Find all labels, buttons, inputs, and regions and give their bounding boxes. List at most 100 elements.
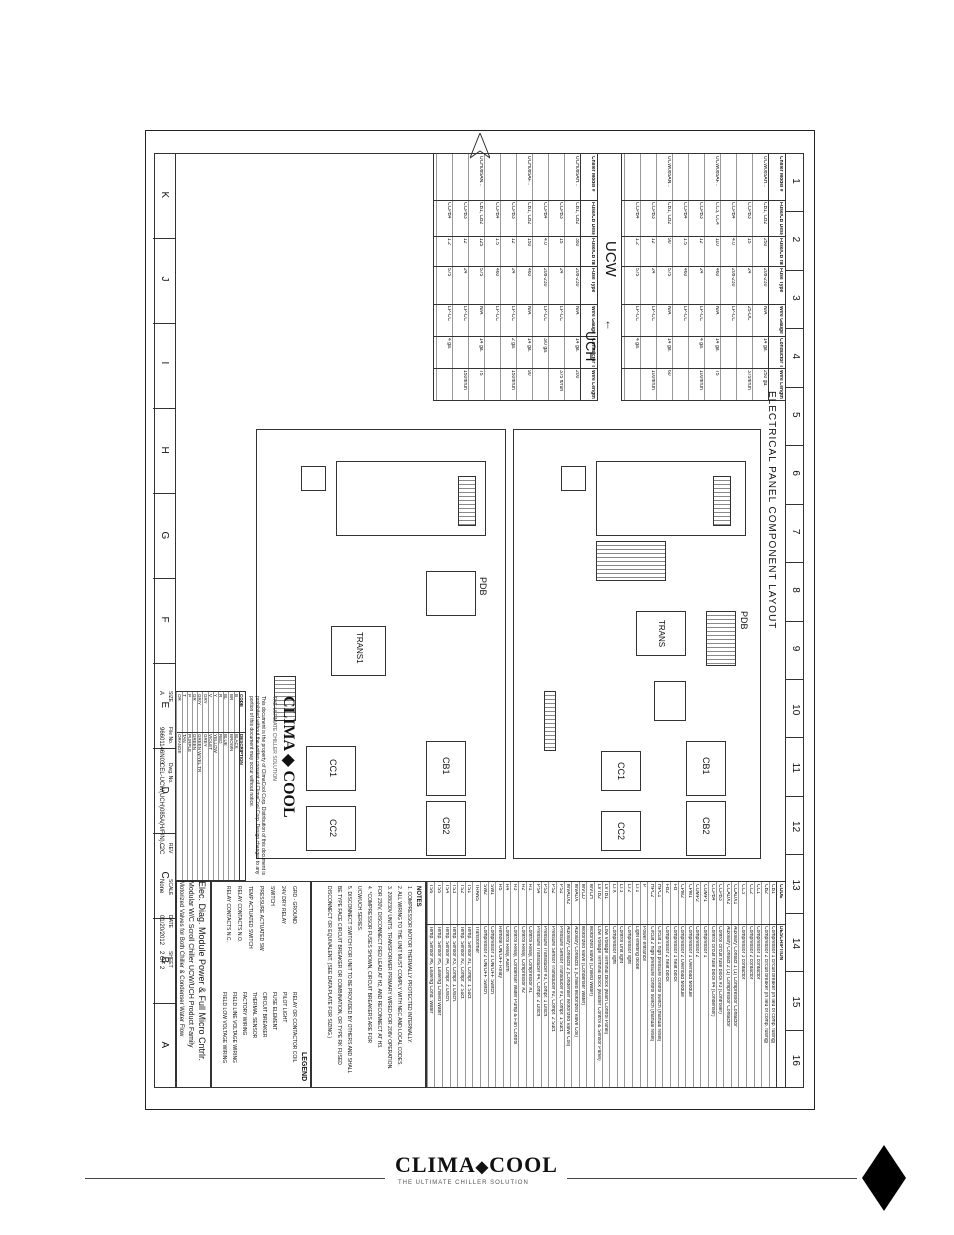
fuse-holder (654, 681, 686, 721)
row-rule (704, 154, 705, 400)
table-cell: CC1 (755, 884, 761, 895)
table-cell: 200 (574, 370, 579, 379)
table-cell: 25-DC (746, 306, 751, 321)
table-cell: LTX (610, 884, 616, 893)
grid-divider (786, 503, 804, 505)
table-cell: Compressor 2 contactor (747, 926, 753, 980)
table-cell: LP-CC (446, 306, 451, 322)
trans-label: TRANS (657, 620, 666, 648)
legend-item: 24V DRY RELAY (280, 886, 286, 925)
grid-number: 16 (790, 1054, 801, 1066)
row-rule (181, 692, 183, 880)
table-cell: 100ft/run (698, 370, 703, 390)
grid-divider (153, 238, 175, 239)
ucw-table: Chiller Model #Fuse/CB DesignationFuse/C… (621, 153, 786, 401)
grid-divider (153, 493, 175, 494)
col-rule (622, 336, 785, 337)
table-cell: CCPB3 (462, 202, 467, 219)
layout-title: ELECTRICAL PANEL COMPONENT LAYOUT (766, 391, 777, 630)
table-cell: 208-230 (762, 268, 767, 287)
table-cell: 14 ga. (478, 338, 483, 352)
row-rule (449, 882, 451, 1087)
table-cell: LVTB2 (595, 884, 601, 899)
table-cell: Control Relay, Compressor #2 (519, 926, 525, 993)
grid-letter: K (159, 191, 170, 199)
grid-divider (153, 323, 175, 324)
col-rule (622, 368, 785, 369)
col-rule (622, 236, 785, 237)
legend-item: CIRCUIT BREAKER (261, 992, 267, 1038)
tb-dwg-value: CEL-UCW(UCH)085A(H/F/N)...2C (158, 763, 164, 855)
col-rule (434, 236, 597, 237)
pdb-block (706, 611, 736, 666)
table-cell: Control Relay, Condenser Water Pump & Fa… (512, 926, 517, 1045)
row-rule (715, 882, 717, 1087)
table-cell: TS2 (458, 884, 464, 894)
grid-number: 13 (790, 879, 801, 891)
table-cell: N/A (478, 306, 483, 315)
table-cell: Compressor 2 Overload Module (679, 926, 685, 997)
footer-logo-left: CLIMA (395, 1152, 476, 1177)
table-header: Fuse/CB rated amp (590, 238, 595, 265)
table-cell: Compressor light (626, 926, 631, 964)
row-rule (457, 882, 459, 1087)
row-rule (578, 882, 580, 1087)
row-rule (563, 882, 565, 1087)
row-rule (548, 154, 549, 400)
legend-item: FIELD LINE VOLTAGE WIRING (231, 992, 237, 1063)
row-rule (639, 882, 641, 1087)
table-cell: Control Relay, Alarm (504, 926, 510, 972)
table-cell: LP-CC (510, 306, 515, 322)
notes-title: NOTES (415, 886, 421, 907)
table-cell: Motorized Valve (Chilled Water) (588, 926, 593, 997)
grid-divider (153, 578, 175, 579)
table-cell: Auxiliary Contacts 1 (Chilled Motorized … (572, 926, 578, 1038)
table-cell: CB1, CB2 (526, 202, 531, 225)
table-cell: 90 (666, 238, 671, 244)
grid-divider (786, 386, 804, 388)
tb-scale-value: None (158, 879, 164, 894)
table-cell: N/A (714, 306, 719, 315)
table-cell: COMP2 (694, 884, 700, 902)
header-rule (238, 692, 240, 880)
table-cell: Control circuit fuse block #3 (Controlle… (717, 926, 723, 1014)
row-rule (442, 882, 443, 1087)
relay-block (561, 466, 586, 491)
table-cell: Temp. Sensor #3, Compr. 1 Disch. (451, 926, 457, 1003)
note-item: BE TYPE FACE CIRCUIT BREAKER OR COMBINAT… (336, 886, 342, 1065)
table-cell: CB1 (770, 884, 776, 894)
table-cell: 4 ga. (698, 338, 703, 350)
col-rule (427, 924, 785, 925)
grid-divider (786, 971, 804, 973)
table-cell: Auxiliary Contact 2 (1) Compressor Conta… (724, 926, 730, 1027)
grid-divider (153, 408, 175, 409)
legend-item: FUSE ELEMENT (271, 992, 277, 1031)
row-rule (768, 882, 770, 1087)
controller-terminals (713, 476, 731, 526)
row-rule (218, 692, 219, 880)
pdb-label-2: PDB (478, 577, 488, 596)
table-cell: 15 (558, 238, 563, 244)
table-cell: LP-CC (682, 306, 687, 322)
table-header: Fuse/CB rated amp (778, 238, 783, 265)
row-rule (212, 692, 214, 880)
table-cell: 14 ga. (526, 338, 531, 352)
row-rule (656, 154, 657, 400)
table-cell: CCPB3 (510, 202, 515, 219)
col-rule (622, 200, 785, 201)
table-cell: Compressor 2 circuit breaker (in lieu of… (762, 926, 768, 1044)
table-cell: R1 (527, 884, 533, 891)
cc2-2: CC2 (306, 806, 356, 851)
row-rule (647, 882, 649, 1087)
table-cell: LT2 (626, 884, 631, 893)
table-cell: 150 (526, 238, 531, 247)
table-cell: 575 (446, 268, 451, 277)
tb-size-label: SIZE (167, 691, 173, 703)
cb2-2: CB2 (426, 801, 466, 856)
notes-box: NOTES 1. COMPRESSOR MOTOR THERMALLY PROT… (311, 881, 426, 1088)
grid-divider (786, 912, 804, 914)
transformer: TRANS (636, 611, 686, 656)
grid-number: 1 (790, 178, 801, 184)
